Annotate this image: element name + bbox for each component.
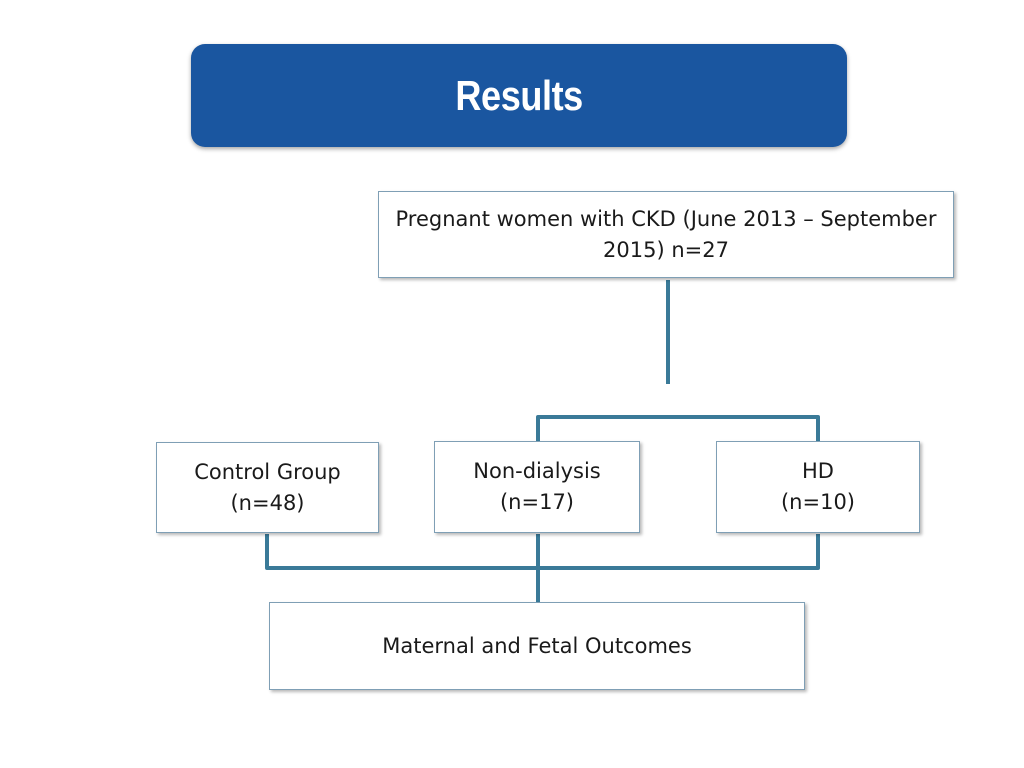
control-group-box: Control Group (n=48) (156, 442, 379, 533)
outcomes-box: Maternal and Fetal Outcomes (269, 602, 805, 690)
non-dialysis-count: (n=17) (499, 490, 574, 514)
control-group-label: Control Group (194, 459, 341, 484)
hd-count: (n=10) (780, 490, 855, 514)
root-label-line2: 2015) n=27 (603, 237, 729, 262)
hd-label: HD (802, 459, 834, 483)
root-box: Pregnant women with CKD (June 2013 – Sep… (378, 191, 954, 278)
title-banner: Results (191, 44, 847, 147)
branch-connector (536, 415, 820, 441)
slide-title: Results (455, 71, 583, 119)
non-dialysis-label: Non-dialysis (473, 459, 601, 483)
non-dialysis-box: Non-dialysis (n=17) (434, 441, 640, 533)
root-label-line1: Pregnant women with CKD (June 2013 – Sep… (395, 206, 937, 231)
merge-connector (265, 534, 820, 570)
outcomes-label: Maternal and Fetal Outcomes (382, 633, 692, 658)
control-group-count: (n=48) (230, 490, 305, 515)
hd-box: HD (n=10) (716, 441, 920, 533)
